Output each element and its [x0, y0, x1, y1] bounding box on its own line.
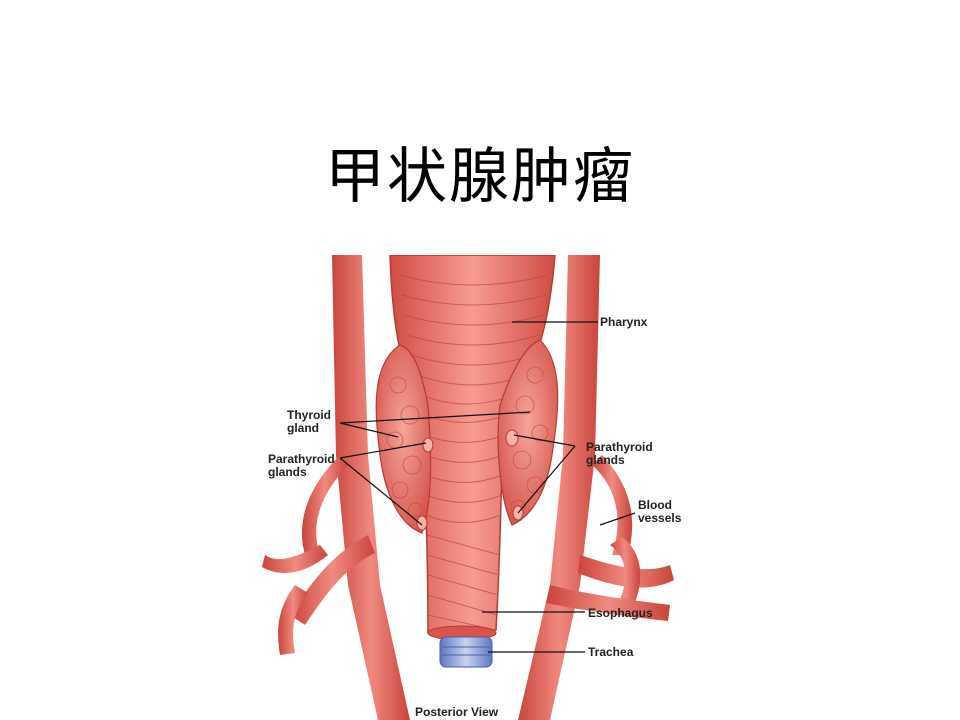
left-thyroid-lobe — [375, 344, 434, 534]
anatomy-illustration — [250, 255, 700, 720]
right-carotid-artery — [518, 255, 674, 720]
trachea-stump — [439, 636, 493, 668]
right-parathyroid-upper — [505, 429, 519, 447]
left-parathyroid-upper — [422, 437, 434, 453]
right-thyroid-lobe — [497, 339, 559, 526]
left-parathyroid-lower — [416, 515, 428, 531]
label-trachea: Trachea — [588, 645, 634, 659]
left-subclavian-vessel — [278, 535, 375, 655]
label-posterior-view: Posterior View — [415, 705, 499, 719]
posterior-neck-anatomy-drawing — [262, 255, 674, 720]
right-subclavian-vessel — [546, 585, 670, 621]
label-thyroid-gland: Thyroid gland — [287, 408, 331, 435]
leader-lines — [339, 321, 636, 653]
slide-title: 甲状腺肿瘤 — [325, 142, 635, 212]
label-esophagus: Esophagus — [588, 606, 653, 620]
label-parathyroid-glands-right: Parathyroid glands — [586, 440, 653, 467]
label-pharynx: Pharynx — [600, 315, 648, 329]
label-parathyroid-glands-left: Parathyroid glands — [268, 452, 335, 479]
pharynx-esophagus — [389, 255, 556, 641]
left-carotid-artery — [262, 255, 410, 720]
label-blood-vessels: Blood vessels — [638, 498, 682, 525]
